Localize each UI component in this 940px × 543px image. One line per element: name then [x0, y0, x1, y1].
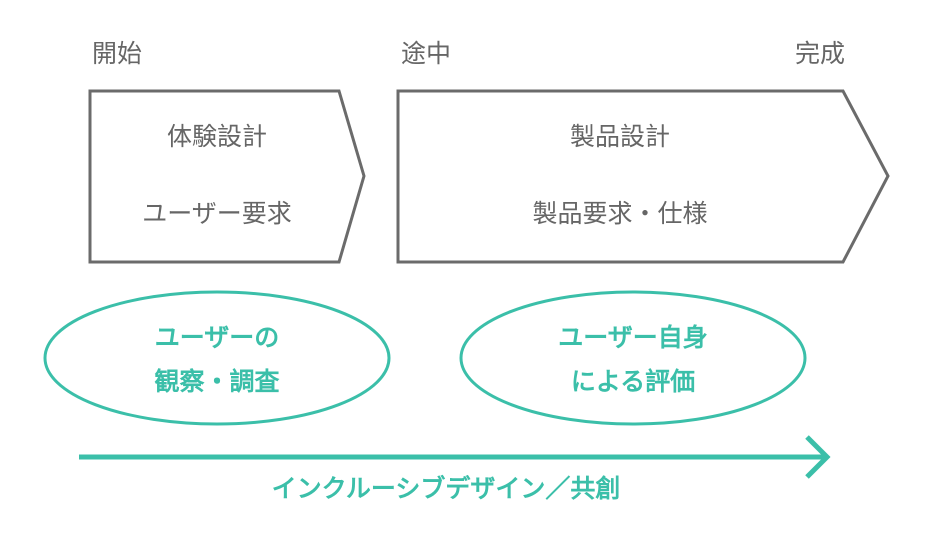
oval1-line2: 観察・調査 — [154, 367, 279, 396]
phase1-title: 体験設計 — [167, 122, 267, 151]
oval-observation — [43, 290, 391, 426]
phase2-title: 製品設計 — [570, 122, 670, 151]
phase2-subtitle: 製品要求・仕様 — [532, 199, 707, 228]
arrow-head-icon — [805, 435, 831, 479]
phase1-chevron — [88, 89, 366, 264]
oval2-line2: による評価 — [571, 367, 695, 396]
oval-evaluation — [459, 290, 807, 426]
oval1-line1: ユーザーの — [155, 323, 280, 352]
phase2-chevron — [396, 89, 890, 264]
stage-end-label: 完成 — [795, 39, 845, 68]
arrow-label: インクルーシブデザイン／共創 — [272, 474, 621, 503]
oval2-line1: ユーザー自身 — [558, 323, 708, 352]
phase1-subtitle: ユーザー要求 — [142, 199, 292, 228]
stage-middle-label: 途中 — [401, 39, 451, 68]
stage-start-label: 開始 — [92, 39, 142, 68]
